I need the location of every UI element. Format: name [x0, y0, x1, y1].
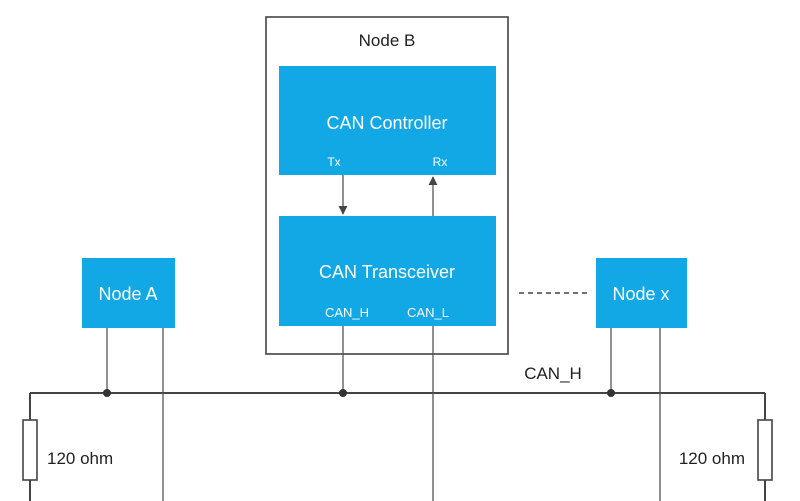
- left-terminator-resistor: [22, 419, 38, 481]
- right-terminator-resistor: [757, 419, 773, 481]
- rx-label: Rx: [433, 155, 448, 169]
- transceiver-can-h-label: CAN_H: [325, 305, 369, 320]
- bus-can-h-label: CAN_H: [524, 364, 582, 383]
- node-x-block: [596, 258, 687, 328]
- node-x-label: Node x: [612, 284, 669, 304]
- can-controller-label: CAN Controller: [326, 113, 447, 133]
- transceiver-can-l-label: CAN_L: [407, 305, 449, 320]
- tx-label: Tx: [327, 155, 340, 169]
- node-a-block: [82, 258, 175, 328]
- junction-dot-node-a: [103, 389, 111, 397]
- left-terminator-label: 120 ohm: [47, 449, 113, 468]
- can-transceiver-label: CAN Transceiver: [319, 262, 455, 282]
- right-terminator-label: 120 ohm: [679, 449, 745, 468]
- can-controller-block: [279, 66, 496, 175]
- node-a-label: Node A: [98, 284, 157, 304]
- junction-dot-node-x: [607, 389, 615, 397]
- junction-dot-node-b: [339, 389, 347, 397]
- can-transceiver-block: [279, 216, 496, 326]
- node-b-title: Node B: [359, 31, 416, 50]
